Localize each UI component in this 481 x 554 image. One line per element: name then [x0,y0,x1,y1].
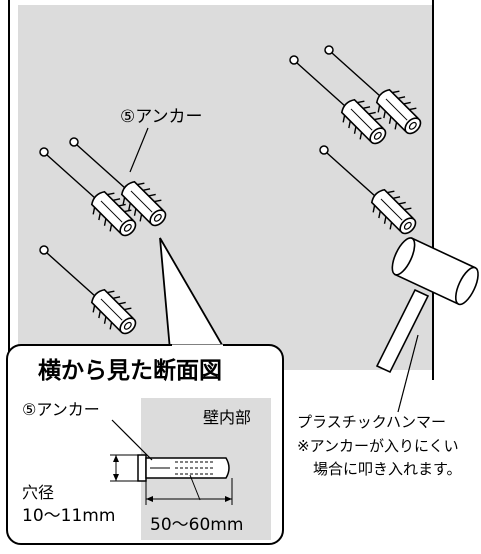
anchor-label: ⑤アンカー [120,107,203,127]
hole-diameter-value: 10〜11mm [22,506,115,526]
note-line1: ※アンカーが入りにくい [297,437,459,455]
hole-diameter-dimension [110,454,140,482]
anchor-leader-line [129,127,149,173]
section-anchor-leader [111,419,153,461]
hole-diameter-label: 穴径 [22,483,54,502]
hammer-icon [375,237,479,374]
section-anchor-label: ⑤アンカー [22,400,100,419]
callout-title: 横から見た断面図 [38,357,222,384]
hammer-leader-line [397,334,419,413]
anchor-length-dimension [145,474,233,505]
wall-interior-label: 壁内部 [203,408,251,427]
note-line2: 場合に叩き入れます。 [313,460,462,478]
section-anchor [137,454,230,482]
anchor-length-value: 50〜60mm [150,515,243,535]
wall-panel [18,5,433,370]
hammer-label: プラスチックハンマー [297,413,446,431]
